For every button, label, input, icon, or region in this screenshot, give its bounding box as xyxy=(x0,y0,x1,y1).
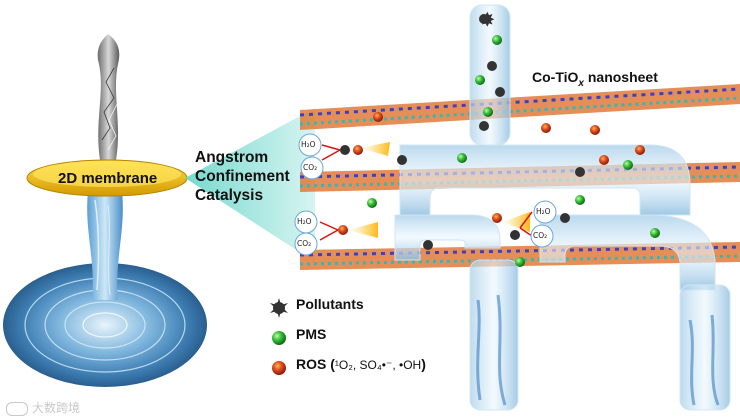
legend-label-pms: PMS xyxy=(296,326,326,342)
watermark-logo-icon xyxy=(6,402,28,416)
membrane-label: 2D membrane xyxy=(58,170,157,187)
concept-line-3: Catalysis xyxy=(195,186,290,205)
nanosheet-label: Co-TiOx nanosheet xyxy=(532,69,658,89)
ros-particle-icon xyxy=(272,361,286,375)
legend-label-ros: ROS (¹O₂, SO₄•⁻, •OH) xyxy=(296,356,426,372)
ros-prefix: ROS ( xyxy=(296,356,335,372)
co2-label: CO₂ xyxy=(533,231,547,240)
ros-species: ¹O₂, SO₄•⁻, •OH xyxy=(335,358,421,372)
nanosheet-prefix: Co-TiO xyxy=(532,69,578,85)
left-membrane-illustration xyxy=(3,34,207,387)
legend-icons xyxy=(270,298,288,375)
watermark-text: 大数跨境 xyxy=(32,401,80,415)
co2-label: CO₂ xyxy=(297,239,311,248)
ros-suffix: ) xyxy=(421,356,426,372)
concept-line-2: Confinement xyxy=(195,167,290,186)
nanosheet-suffix: nanosheet xyxy=(584,69,658,85)
pollutant-star-icon xyxy=(270,298,288,318)
h2o-label: H₂O xyxy=(536,207,551,216)
h2o-label: H₂O xyxy=(301,140,316,149)
legend-label-pollutants: Pollutants xyxy=(296,296,364,312)
crumpled-water-column xyxy=(98,34,120,160)
co2-label: CO₂ xyxy=(303,163,317,172)
water-flow-channels xyxy=(395,5,730,410)
nanosheet-layer-top xyxy=(300,84,740,130)
h2o-label: H₂O xyxy=(297,217,312,226)
pms-sphere-icon xyxy=(272,331,286,345)
watermark: 大数跨境 xyxy=(6,399,80,416)
concept-label: Angstrom Confinement Catalysis xyxy=(195,148,290,205)
concept-line-1: Angstrom xyxy=(195,148,290,167)
